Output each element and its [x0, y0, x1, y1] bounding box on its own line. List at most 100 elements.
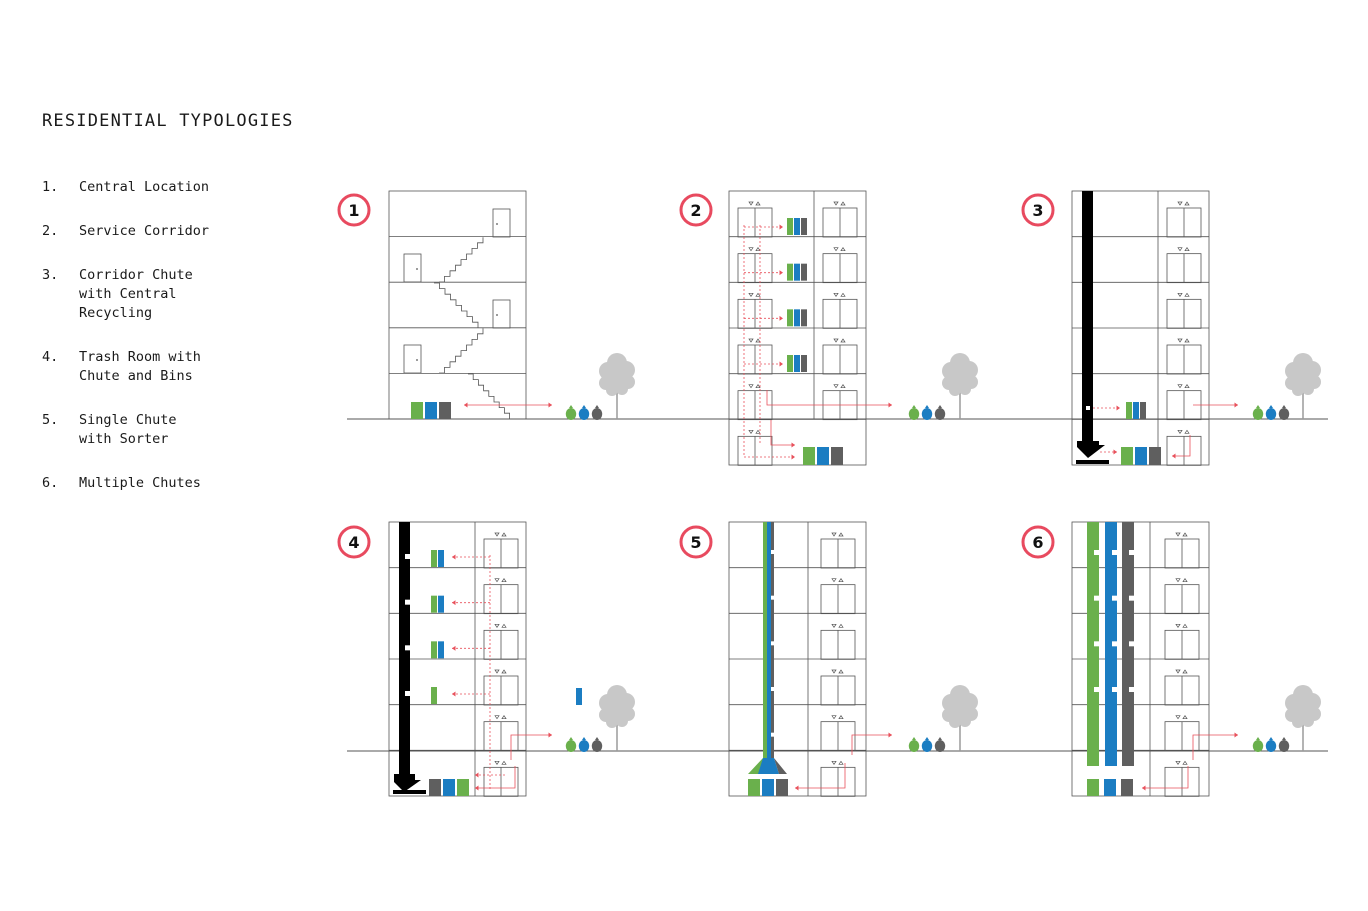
elevator [483, 623, 519, 660]
trash-bag [921, 408, 933, 420]
bin [794, 355, 800, 372]
trash-bag-tie [1256, 737, 1260, 740]
bin [438, 550, 444, 567]
tree-foliage [959, 715, 971, 727]
elevator-down-button [748, 384, 754, 389]
tree [599, 685, 635, 751]
door-knob [496, 223, 498, 225]
typology-badge: 2 [679, 193, 713, 227]
bin [762, 779, 774, 796]
elevator-up-button [755, 429, 761, 434]
elevator [737, 338, 773, 375]
tree [1285, 685, 1321, 751]
bin [438, 641, 444, 659]
elevator [822, 201, 858, 238]
chute-door [771, 595, 775, 600]
route-arrowhead [475, 785, 479, 791]
elevator-up-button [755, 201, 761, 206]
legend-item-label: Central Location [79, 179, 210, 195]
elevator-down-button [748, 338, 754, 343]
trash-bag [565, 408, 577, 420]
tree-foliage [1302, 715, 1314, 727]
route-arrowhead [464, 402, 468, 408]
elevator-up-button [755, 292, 761, 297]
typology-badge: 6 [1021, 525, 1055, 559]
elevator-down-button [494, 669, 500, 674]
trash-bag-tie [569, 405, 573, 408]
chute-door [1112, 641, 1118, 647]
chute-lane-trash [771, 522, 774, 758]
trash-bag-tie [1256, 405, 1260, 408]
elevator [822, 338, 858, 375]
chute-door [1112, 687, 1118, 692]
chute-base [1076, 460, 1109, 464]
elevator-down-button [833, 201, 839, 206]
elevator [1164, 715, 1200, 752]
trash-chute [399, 522, 410, 774]
stairs [439, 328, 484, 374]
legend-item-label: Multiple Chutes [79, 475, 201, 491]
chute-door [1094, 550, 1100, 555]
trash-bag [908, 740, 920, 752]
elevator-down-button [833, 338, 839, 343]
route-arrowhead [548, 402, 552, 408]
elevator-down-button [494, 623, 500, 628]
route-arrowhead [475, 772, 479, 778]
route-arrowhead [791, 442, 795, 448]
chute-door [405, 645, 410, 651]
bin [1135, 447, 1147, 465]
elevator-down-button [831, 715, 837, 720]
door-knob [416, 268, 418, 270]
route-arrowhead [1142, 785, 1146, 791]
trash-bag-tie [582, 405, 586, 408]
route-line [510, 734, 552, 760]
elevator-down-button [494, 532, 500, 537]
route-arrowhead [1116, 405, 1120, 411]
elevator-up-button [501, 760, 507, 765]
elevator [737, 429, 773, 466]
trash-bag [1252, 408, 1264, 420]
legend-item: 3. Corridor Chute with Central Recycling [42, 266, 229, 323]
elevator-down-button [748, 201, 754, 206]
trash-bag [1278, 740, 1290, 752]
legend-item-number: 2. [42, 223, 59, 239]
diagram-5 [728, 521, 978, 797]
trash-bag [921, 740, 933, 752]
chute-door [771, 687, 775, 691]
tree-foliage [1292, 716, 1304, 728]
elevator-down-button [1177, 201, 1183, 206]
tree-foliage [1302, 383, 1314, 395]
tree-foliage [1292, 384, 1304, 396]
elevator-down-button [494, 578, 500, 583]
bin [787, 263, 793, 281]
tree-foliage [959, 383, 971, 395]
route-arrowhead [888, 732, 892, 738]
chute-outlet [394, 774, 421, 792]
bin [431, 641, 437, 659]
elevator-up-button [1184, 292, 1190, 297]
elevator-up-button [838, 760, 844, 765]
tree [942, 685, 978, 751]
legend-item-label: Service Corridor [79, 223, 210, 239]
elevator [1164, 760, 1200, 797]
elevator [737, 247, 773, 284]
route-line [475, 766, 516, 789]
bin [817, 447, 829, 465]
diagram-1 [388, 190, 635, 420]
elevator-up-button [1184, 247, 1190, 252]
chute-door [1129, 687, 1135, 692]
chute-door [771, 641, 775, 646]
bin [438, 595, 444, 613]
trash-bag-tie [569, 737, 573, 740]
route-line [795, 763, 846, 789]
legend-item: 1. Central Location [42, 178, 229, 197]
elevator [1164, 578, 1200, 615]
elevator-up-button [755, 384, 761, 389]
chute-door [1094, 641, 1100, 647]
elevator-up-button [755, 247, 761, 252]
elevator-up-button [1182, 578, 1188, 583]
chute-lane-compost [763, 522, 767, 758]
bin [439, 402, 451, 419]
elevator-up-button [1184, 429, 1190, 434]
elevator-down-button [748, 292, 754, 297]
